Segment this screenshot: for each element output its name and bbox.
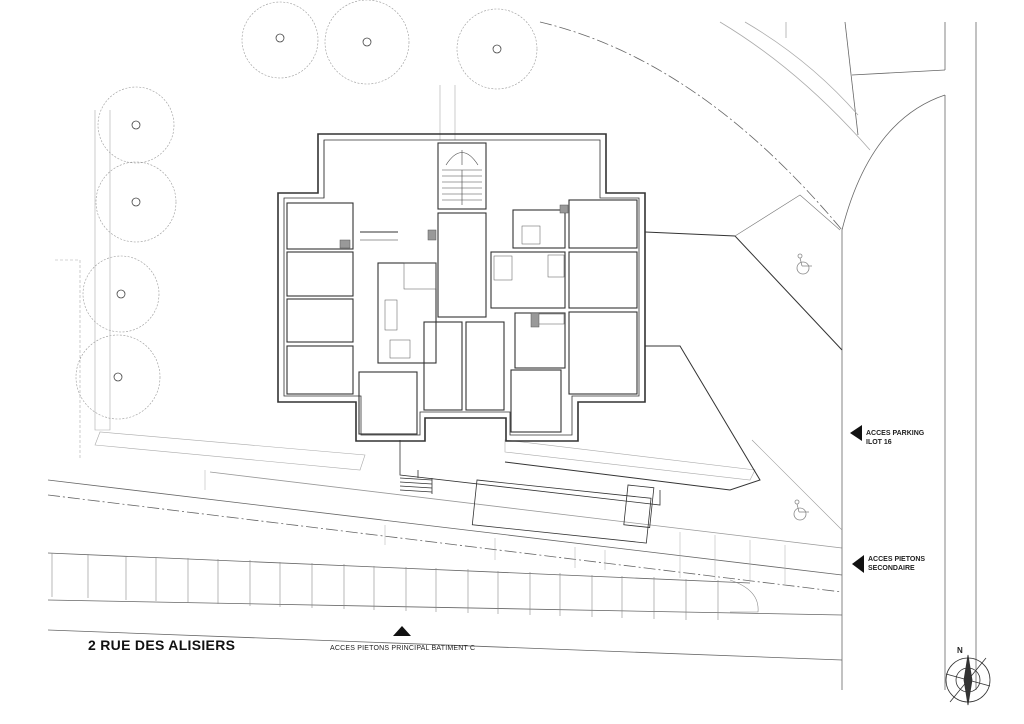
parking-access-label: ACCES PARKING ILOT 16	[866, 429, 924, 447]
compass-rose-icon	[945, 654, 991, 706]
paving-joints	[204, 470, 786, 584]
parking-stalls	[51, 553, 759, 620]
tree-icon	[241, 1, 319, 79]
wheelchair-icon	[793, 499, 809, 521]
access-arrow-icon	[393, 626, 411, 636]
access-arrow-icon	[850, 425, 862, 441]
compass-north-label: N	[957, 646, 963, 655]
tree-icon	[95, 161, 177, 243]
main-pedestrian-access-label: ACCES PIETONS PRINCIPAL BATIMENT C	[330, 645, 476, 652]
street-name-label: 2 RUE DES ALISIERS	[88, 637, 236, 653]
secondary-access-line-1: ACCES PIETONS	[868, 556, 926, 563]
tree-icon	[324, 0, 410, 85]
access-road	[539, 21, 977, 690]
secondary-access-line-2: SECONDAIRE	[868, 565, 915, 572]
building-c	[277, 133, 646, 442]
terrace-outlines	[504, 194, 843, 531]
tree-icon	[82, 255, 160, 333]
tree-icon	[75, 334, 161, 420]
trees	[75, 0, 538, 420]
parking-access-line-2: ILOT 16	[866, 439, 892, 446]
entrance-area	[399, 440, 661, 544]
secondary-access-label: ACCES PIETONS SECONDAIRE	[868, 555, 925, 573]
tree-icon	[456, 8, 538, 90]
street-lines	[47, 471, 843, 661]
tree-trunks	[113, 33, 502, 382]
hedge-strips	[55, 85, 756, 481]
tree-icon	[97, 86, 175, 164]
access-arrow-icon	[852, 555, 864, 573]
staircase-icon	[442, 150, 482, 205]
fixtures	[339, 204, 569, 359]
wheelchair-icon	[796, 253, 812, 275]
interior-walls	[286, 140, 638, 435]
parking-access-line-1: ACCES PARKING	[866, 430, 925, 437]
